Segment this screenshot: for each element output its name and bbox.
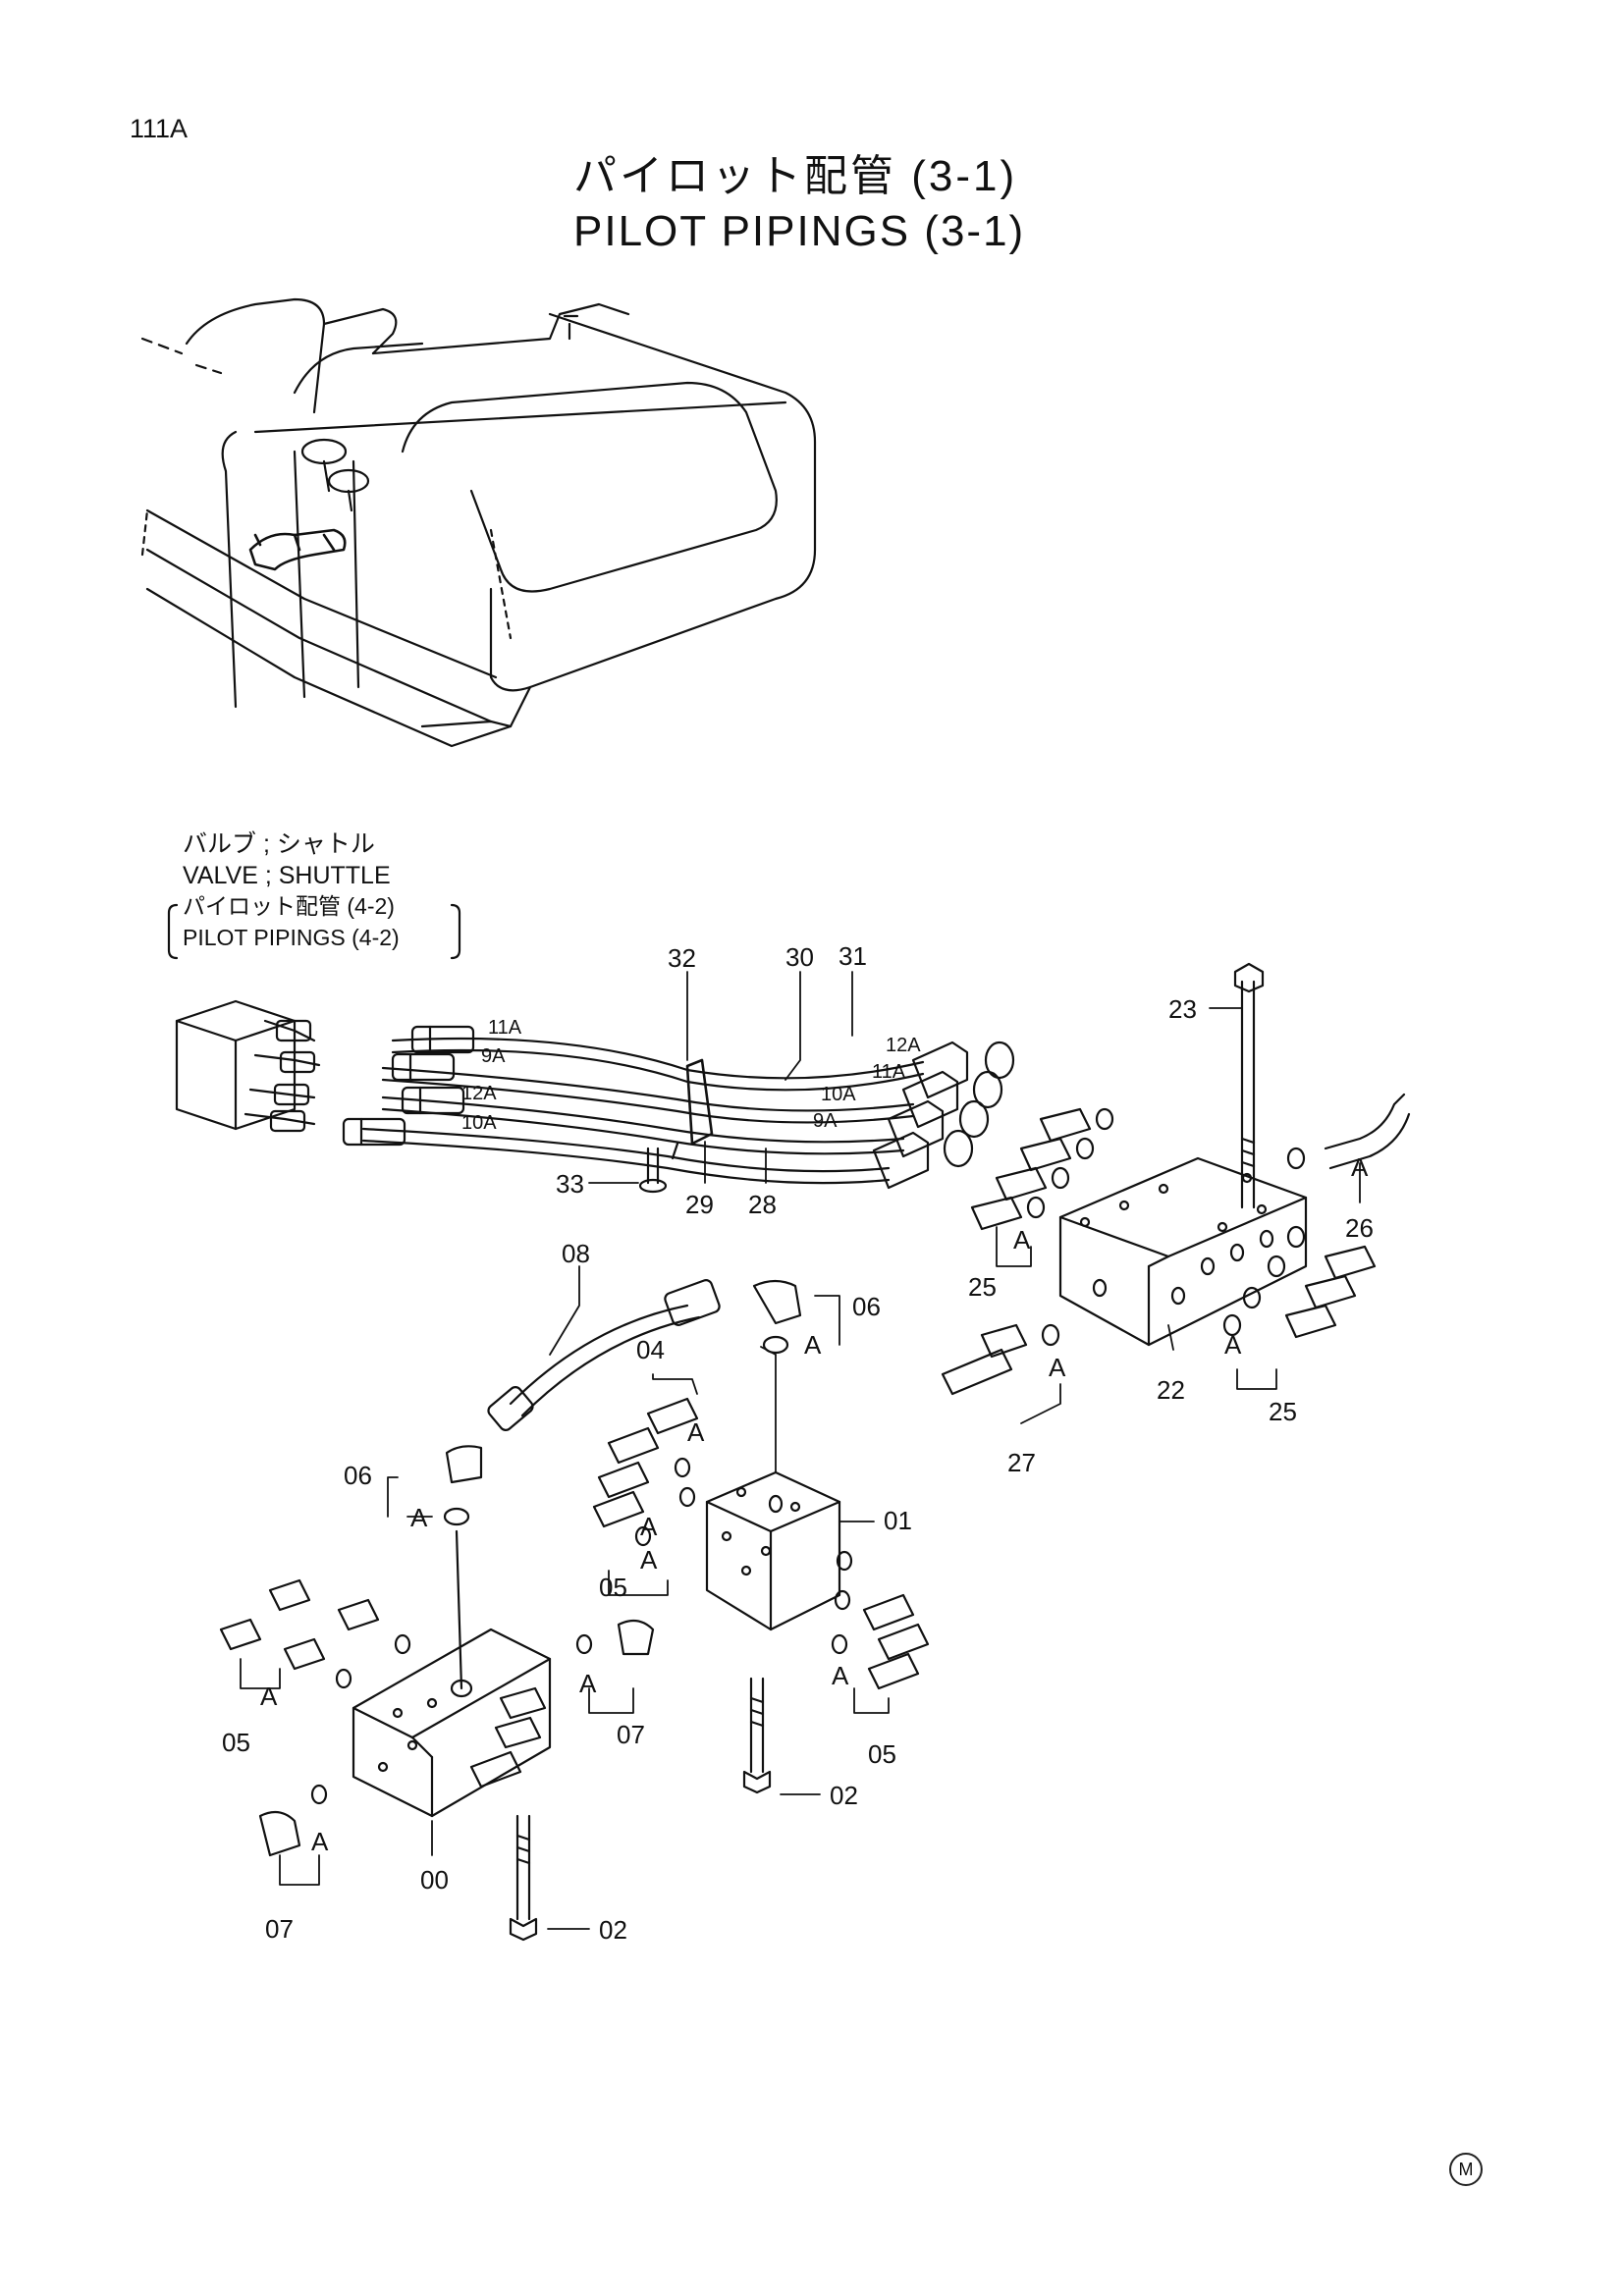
hose-fittings-left [342,1025,475,1147]
callout-29: 29 [685,1190,714,1219]
callout-05-middle: 05 [599,1573,627,1602]
reference-bracket [167,903,461,960]
hose-bundle [342,1025,1015,1194]
valve-block-00 [219,1529,655,1942]
hose-label-12a-left: 12A [461,1083,497,1104]
callout-08: 08 [562,1239,590,1268]
callout-02-lower: 02 [599,1915,627,1945]
detail-a-05-right: A [832,1661,849,1690]
page-number: 111A [130,114,189,143]
manifold-block-22 [1058,962,1308,1347]
callout-32: 32 [668,943,696,973]
reference-line-jp: バルブ ; シャトル [183,830,375,858]
callout-06-upper: 06 [852,1292,881,1321]
callout-05-left: 05 [222,1728,250,1757]
hose-fittings-right [872,1041,1015,1190]
elbow-26 [1286,1093,1411,1170]
callout-26: 26 [1345,1213,1374,1243]
fittings-25-upper [970,1107,1114,1231]
callout-30: 30 [785,942,814,972]
fittings-25-lower [1222,1225,1377,1339]
callout-06-lower: 06 [344,1461,372,1490]
detail-a-06-lower: A [410,1503,428,1532]
detail-a-06-upper: A [804,1330,822,1360]
detail-a-05-left: A [260,1682,278,1711]
callout-28: 28 [748,1190,777,1219]
machine-overview [140,297,817,748]
callout-25-lower: 25 [1269,1397,1297,1426]
callout-27: 27 [1007,1448,1036,1477]
detail-a-04: A [687,1417,705,1447]
hose-label-9a-left: 9A [481,1045,506,1067]
page-title-en: PILOT PIPINGS (3-1) [573,207,1026,255]
callout-01: 01 [884,1506,912,1535]
callout-25-upper: 25 [968,1272,997,1302]
hose-label-10a-left: 10A [461,1112,497,1134]
hose-label-10a-right: 10A [821,1084,856,1105]
reference-line-en: VALVE ; SHUTTLE [183,862,391,889]
tee-27 [941,1323,1060,1396]
valve-block-01 [592,1397,930,1794]
callout-22: 22 [1157,1375,1185,1405]
detail-a-26: A [1351,1152,1369,1182]
page-title-jp: パイロット配管 (3-1) [573,152,1018,200]
hose-label-11a-right: 11A [872,1061,906,1083]
callout-05-right: 05 [868,1739,896,1769]
callout-33: 33 [556,1169,584,1199]
leader-lines [240,971,1361,1930]
detail-a-25-upper: A [1013,1225,1031,1255]
callout-04: 04 [636,1335,665,1364]
m-mark-symbol: M [1449,2153,1483,2186]
callout-23: 23 [1168,994,1197,1024]
shuttle-valve-block [175,999,321,1133]
reference-subline-en: PILOT PIPINGS (4-2) [183,925,400,950]
detail-a-05-middle-1: A [640,1512,658,1541]
callout-02-middle: 02 [830,1781,858,1810]
detail-a-05-middle-2: A [640,1545,658,1575]
callout-07-right: 07 [617,1720,645,1749]
detail-a-07-left: A [311,1827,329,1856]
reference-subline-jp: パイロット配管 (4-2) [183,893,395,919]
hose-label-9a-right: 9A [813,1110,838,1132]
detail-a-07-right: A [579,1669,597,1698]
callout-00: 00 [420,1865,449,1895]
detail-a-27: A [1049,1353,1066,1382]
detail-a-25-lower: A [1224,1330,1242,1360]
hose-label-11a-left: 11A [488,1017,522,1039]
callout-31: 31 [839,941,867,971]
hose-label-12a-right: 12A [886,1035,921,1056]
hose-08 [443,1279,802,1526]
callout-07-left: 07 [265,1914,294,1944]
